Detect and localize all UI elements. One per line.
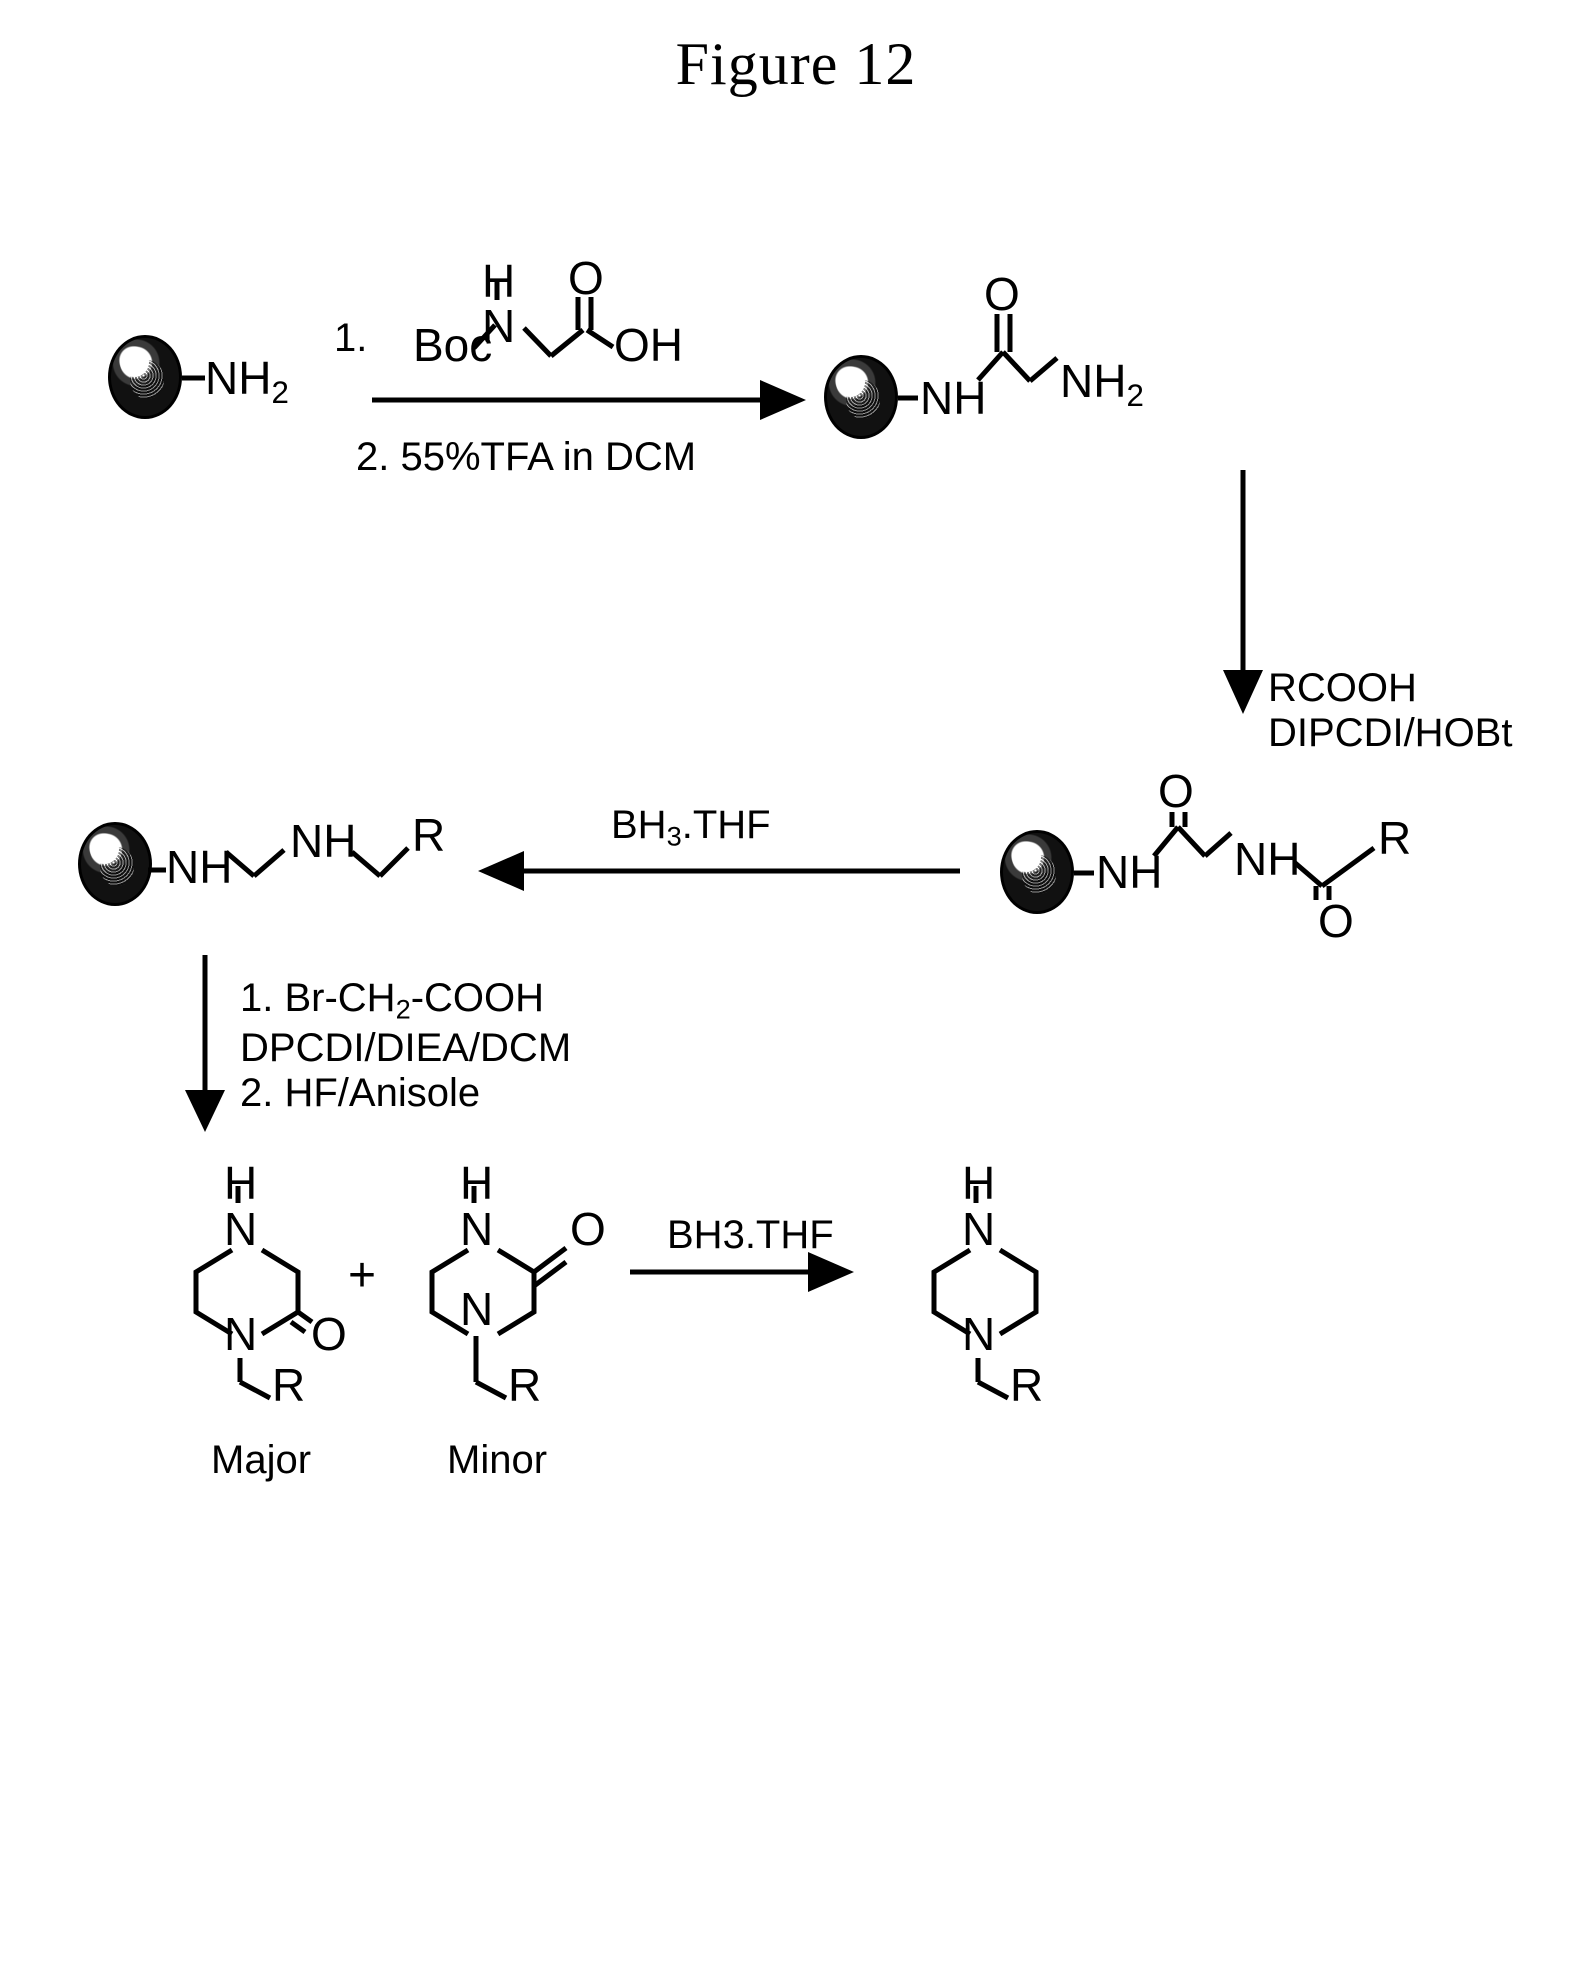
bond-ch2-to-carbonyl [549,328,585,358]
resin-bead-product-2 [1000,830,1074,914]
reagent-boc-label: Boc [413,319,493,371]
major-carbonyl-o-label: O [311,1308,347,1360]
step4-condition-line1-b: -COOH [410,976,545,1020]
reaction-arrow-4-head [185,1090,225,1132]
minor-n-top-label: N [460,1203,494,1255]
resin-bead-icon [1000,830,1074,914]
product2-amide-nh-mid: NH [1234,833,1301,885]
resin-bead-start [108,335,182,419]
minor-r-group-label: R [508,1359,542,1411]
minor-bond-ch2-r [474,1379,508,1401]
bond-acyl-to-r [1320,845,1376,889]
minor-n-bottom-label: N [460,1283,494,1335]
product3-r-group: R [412,809,446,861]
final-ring-right [998,1247,1039,1337]
final-reagent-label: BH3.THF [667,1213,834,1257]
major-product-label: Major [211,1438,312,1482]
resin-bead-icon [824,355,898,439]
minor-nh-h-label: H [460,1157,494,1209]
step3-reagent-subscript: 3 [666,820,682,852]
reagent-carbonyl-o-label: O [568,252,604,304]
step4-condition-line1-a: 1. Br-CH [240,976,396,1020]
start-amine-text: NH [205,352,272,404]
step2-reagent-line1: RCOOH [1268,666,1417,710]
step3-reagent-text: BH [611,803,667,847]
start-amine-subscript: 2 [271,374,289,410]
bond-carbonyl-to-ch2-1 [1001,350,1032,383]
resin-bead-product-1 [824,355,898,439]
minor-carbonyl-o-label: O [570,1203,606,1255]
reaction-arrow-1-head [760,380,806,420]
resin-bead-icon [108,335,182,419]
bond-ch2-to-nh-2 [1203,831,1233,858]
final-nh-h-label: H [962,1157,996,1209]
condition-2-text: 2. 55%TFA in DCM [356,435,697,479]
major-bond-c-o-b [289,1319,307,1335]
major-nh-h-label: H [224,1157,258,1209]
product1-amine-text: NH [1060,355,1127,407]
final-r-group-label: R [1010,1359,1044,1411]
minor-bond-c-o-b [532,1260,568,1288]
final-n-bottom-label: N [962,1308,996,1360]
resin-bead-icon [78,822,152,906]
step4-condition-line3: 2. HF/Anisole [240,1071,481,1115]
product3-amine-nh-left: NH [166,841,233,893]
bond-ch2-to-ch2-3 [252,848,286,878]
bond-n-to-ch2 [522,326,553,358]
bond-carbonyl-to-ch2-2 [1176,825,1207,858]
major-n-top-label: N [224,1203,258,1255]
minor-bond-c-o-a [532,1246,568,1274]
condition-1-number: 1. [334,316,368,360]
major-bond-c-o-a [296,1309,314,1325]
major-n-bottom-label: N [224,1308,258,1360]
step4-condition-line2: DPCDI/DIEA/DCM [240,1026,572,1070]
start-amine-label: NH2 [205,355,289,408]
minor-ring-right [496,1247,537,1337]
resin-bead-product-3 [78,822,152,906]
major-r-group-label: R [272,1359,306,1411]
major-ring-right [260,1247,301,1337]
reagent-hydroxyl-label: OH [614,319,683,371]
product2-r-group: R [1378,812,1412,864]
bond-ch2-to-r-3 [378,846,410,878]
step3-reagent-label: BH3.THF [611,800,771,854]
product2-amide-nh-left: NH [1096,846,1163,898]
reaction-arrow-2-head [1223,670,1263,714]
reaction-arrow-3-head [478,851,524,891]
page-title: Figure 12 [675,31,917,97]
minor-product-label: Minor [447,1438,548,1482]
reagent-amide-n-label: N [482,300,516,352]
bond-ch2-to-nh2-1 [1028,356,1059,383]
reagent-amide-h-label: H [482,255,516,307]
product3-amine-nh-mid: NH [290,815,357,867]
product2-carbonyl-o-bottom: O [1318,895,1354,947]
step3-reagent-tail: .THF [681,803,771,847]
major-bond-ch2-r [238,1379,272,1401]
product1-carbonyl-o-label: O [984,268,1020,320]
step4-condition-line1: 1. Br-CH2-COOH [240,973,544,1027]
plus-sign: + [348,1249,377,1302]
final-n-top-label: N [962,1203,996,1255]
product1-amine-label: NH2 [1060,358,1144,411]
product1-amide-nh-label: NH [920,372,987,424]
product2-carbonyl-o-top: O [1158,765,1194,817]
step4-condition-line1-subscript: 2 [395,993,411,1025]
bond-carbonyl-to-oh [585,327,615,350]
product1-amine-subscript: 2 [1126,377,1144,413]
final-bond-ch2-r [976,1379,1010,1401]
step2-reagent-line2: DIPCDI/HOBt [1268,711,1513,755]
